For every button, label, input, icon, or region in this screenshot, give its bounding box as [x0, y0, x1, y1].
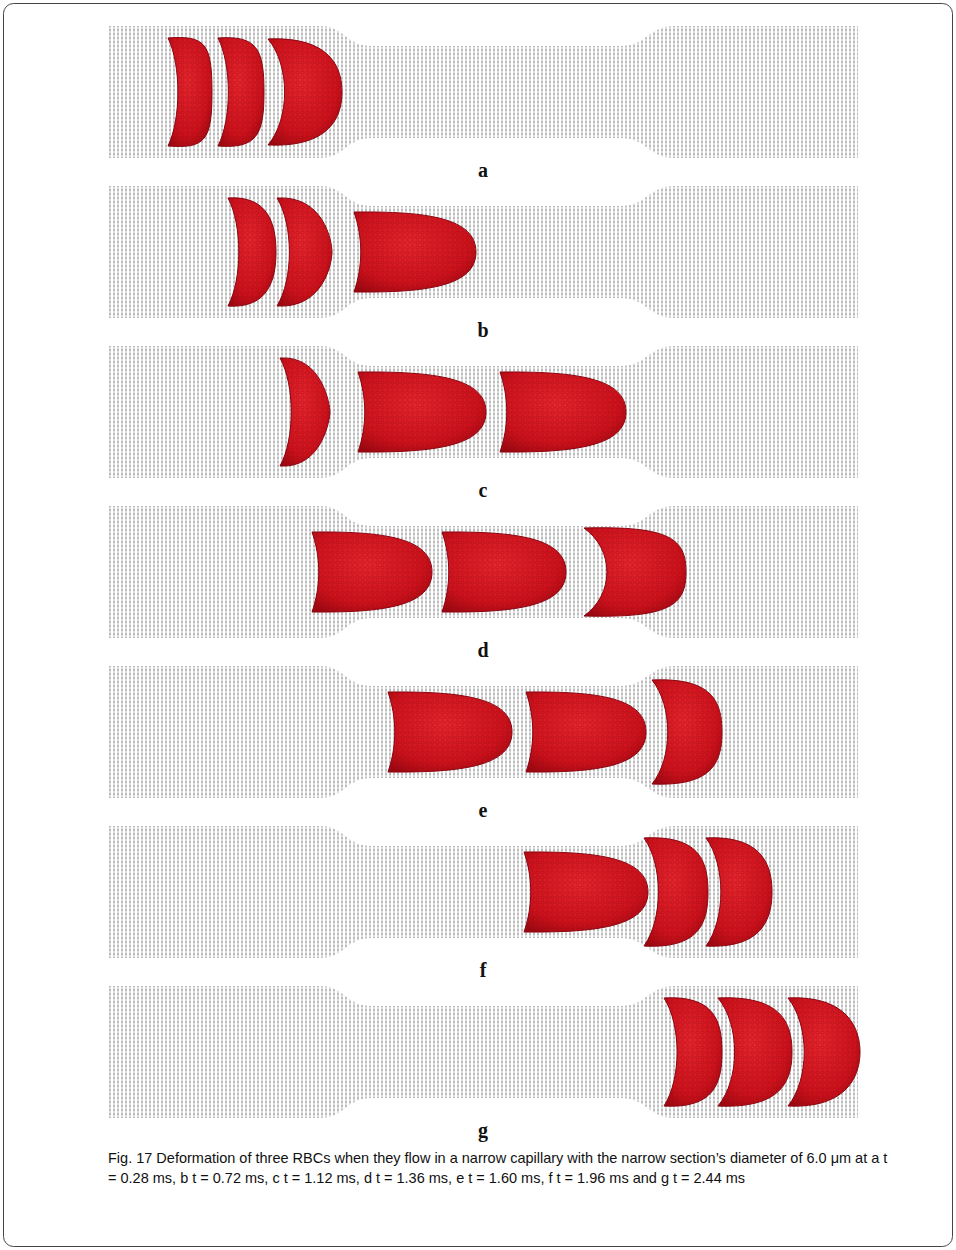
capillary-panel	[108, 186, 858, 318]
red-blood-cell	[584, 528, 686, 616]
capillary-panel	[108, 666, 858, 798]
red-blood-cell	[718, 998, 792, 1106]
capillary-panel	[108, 506, 858, 638]
red-blood-cell	[524, 852, 648, 932]
cell-membrane-mesh	[358, 372, 486, 452]
red-blood-cell	[652, 680, 722, 784]
panel-letter: a	[478, 160, 488, 180]
cell-membrane-mesh	[652, 680, 722, 784]
capillary-panel	[108, 346, 858, 478]
cell-membrane-mesh	[584, 528, 686, 616]
figure-caption: Fig. 17 Deformation of three RBCs when t…	[108, 1148, 898, 1188]
red-blood-cell	[388, 692, 512, 772]
cell-membrane-mesh	[526, 692, 646, 772]
capillary-mesh	[108, 346, 858, 478]
cell-membrane-mesh	[388, 692, 512, 772]
panel-letter: e	[479, 800, 488, 820]
red-blood-cell	[358, 372, 486, 452]
red-blood-cell	[218, 38, 264, 147]
panel-letter: f	[480, 960, 487, 980]
capillary-panel	[108, 826, 858, 958]
cell-membrane-mesh	[706, 838, 772, 946]
panel-letter: d	[477, 640, 488, 660]
cell-membrane-mesh	[788, 998, 860, 1106]
red-blood-cell	[526, 692, 646, 772]
capillary-mesh	[108, 826, 858, 958]
red-blood-cell	[664, 998, 722, 1106]
panel-letter: g	[478, 1120, 488, 1140]
red-blood-cell	[277, 198, 332, 306]
capillary-panel	[108, 26, 858, 158]
capillary-mesh	[108, 506, 858, 638]
cell-membrane-mesh	[718, 998, 792, 1106]
cell-membrane-mesh	[312, 532, 432, 612]
red-blood-cell	[442, 532, 566, 612]
cell-membrane-mesh	[280, 358, 330, 466]
cell-membrane-mesh	[664, 998, 722, 1106]
red-blood-cell	[280, 358, 330, 466]
cell-membrane-mesh	[268, 39, 342, 145]
red-blood-cell	[228, 198, 276, 306]
red-blood-cell	[168, 38, 212, 147]
panel-letter: b	[477, 320, 488, 340]
capillary-mesh	[108, 186, 858, 318]
capillary-mesh	[108, 26, 858, 158]
cell-membrane-mesh	[228, 198, 276, 306]
capillary-mesh	[108, 986, 858, 1118]
figure-frame	[4, 4, 953, 1247]
cell-membrane-mesh	[524, 852, 648, 932]
cell-membrane-mesh	[354, 212, 476, 292]
cell-membrane-mesh	[644, 838, 708, 946]
red-blood-cell	[788, 998, 860, 1106]
red-blood-cell	[500, 372, 626, 452]
panel-letter: c	[479, 480, 488, 500]
cell-membrane-mesh	[277, 198, 332, 306]
red-blood-cell	[706, 838, 772, 946]
capillary-panel	[108, 986, 860, 1118]
cell-membrane-mesh	[168, 38, 212, 147]
cell-membrane-mesh	[442, 532, 566, 612]
capillary-mesh	[108, 666, 858, 798]
cell-membrane-mesh	[500, 372, 626, 452]
cell-membrane-mesh	[218, 38, 264, 147]
red-blood-cell	[268, 39, 342, 145]
red-blood-cell	[312, 532, 432, 612]
red-blood-cell	[644, 838, 708, 946]
red-blood-cell	[354, 212, 476, 292]
